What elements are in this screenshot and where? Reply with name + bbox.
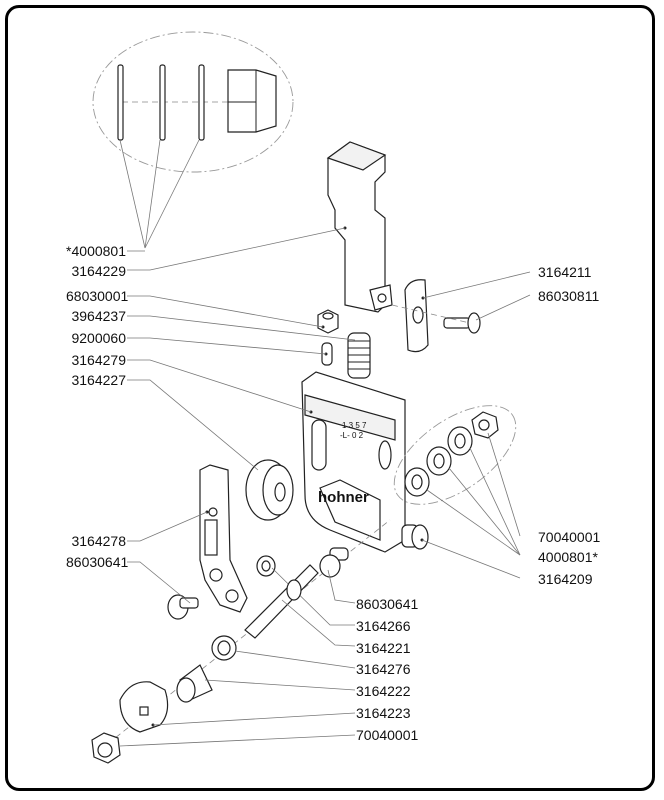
part-label: 3164223 xyxy=(356,705,411,721)
part-label: 3164229 xyxy=(71,263,126,279)
part-label: 68030001 xyxy=(66,288,129,304)
part-label: 3164278 xyxy=(71,533,126,549)
detail-ellipse-top xyxy=(92,31,294,173)
hex-nut-bottom xyxy=(91,732,121,764)
part-label: *4000801 xyxy=(66,243,126,259)
scale-marking-bottom: -L- 0 2 xyxy=(340,431,364,440)
part-label: 70040001 xyxy=(538,529,601,545)
upper-slide-block xyxy=(326,141,393,313)
bushing xyxy=(401,524,429,550)
part-label: 3164279 xyxy=(71,352,126,368)
shaft xyxy=(244,564,319,639)
part-label: 3964237 xyxy=(71,308,126,324)
brand-marking: hohner xyxy=(318,489,369,506)
threaded-ring xyxy=(211,635,237,661)
cam-disc xyxy=(119,681,169,733)
small-nut xyxy=(317,309,339,334)
part-label: 86030811 xyxy=(538,288,600,304)
part-label: 86030641 xyxy=(66,554,129,570)
part-label: 3164266 xyxy=(356,618,411,634)
part-label: 3164221 xyxy=(356,640,411,656)
part-label: 3164211 xyxy=(538,264,592,280)
screw-86030641-right xyxy=(319,547,349,578)
drawing-frame xyxy=(5,5,655,791)
part-label: 3164222 xyxy=(356,683,411,699)
part-label: 4000801* xyxy=(538,549,598,565)
spring xyxy=(347,332,371,379)
detail-ellipse-right xyxy=(393,405,517,505)
small-washer xyxy=(256,555,276,577)
screw-86030641-left xyxy=(167,594,199,620)
part-label: 86030641 xyxy=(356,596,419,612)
shim-set-detail xyxy=(117,64,277,141)
part-label: 70040001 xyxy=(356,727,419,743)
part-label: 3164209 xyxy=(538,571,593,587)
main-body xyxy=(301,371,406,553)
scale-marking-top: 1 3 5 7 xyxy=(342,421,367,430)
part-label: 3164276 xyxy=(356,661,411,677)
part-label: 9200060 xyxy=(71,330,126,346)
screw-86030811 xyxy=(443,312,481,334)
washer-set xyxy=(404,411,499,497)
clamp-plate xyxy=(404,279,429,353)
part-label: 3164227 xyxy=(71,372,126,388)
knurled-wheel xyxy=(245,459,294,521)
sleeve xyxy=(176,664,213,703)
side-bracket xyxy=(199,464,248,613)
